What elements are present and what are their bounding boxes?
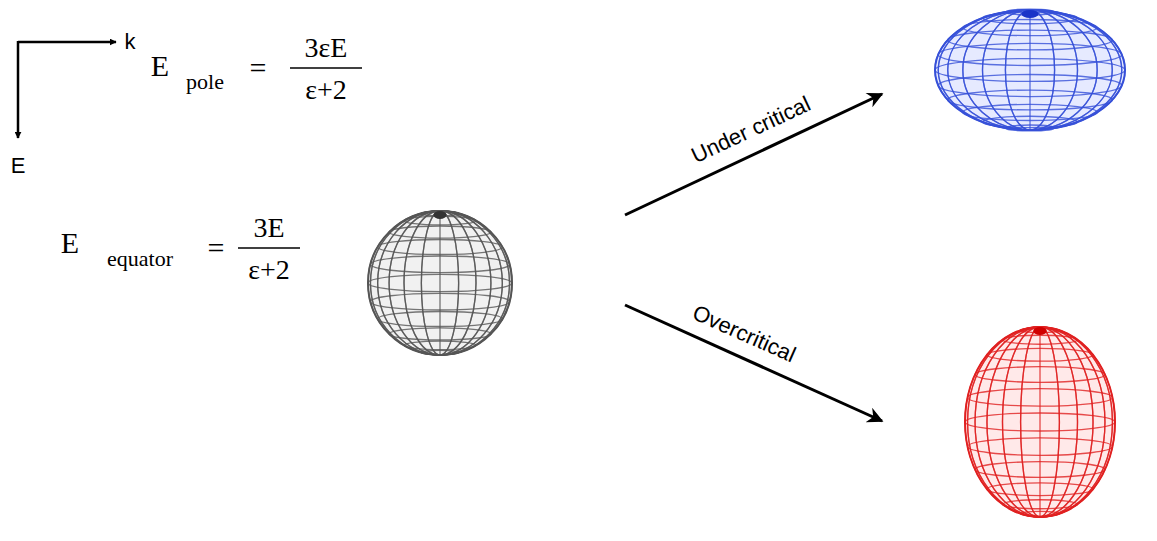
- transition-label: Overcritical: [689, 302, 798, 367]
- axis-label: E: [11, 155, 26, 177]
- sphere-droplet: [368, 211, 512, 355]
- transition-arrow: [625, 94, 882, 215]
- formula-symbol: E: [151, 51, 169, 81]
- axis-label: k: [125, 31, 136, 53]
- formula-numerator: 3εE: [305, 34, 348, 62]
- oblate-droplet: [935, 9, 1125, 131]
- fraction-bar: [238, 247, 300, 249]
- transition-arrow: [625, 305, 882, 421]
- formula-numerator: 3E: [253, 214, 284, 242]
- formula-symbol: E: [61, 228, 79, 258]
- formula-denominator: ε+2: [248, 256, 290, 284]
- formula-denominator: ε+2: [305, 76, 347, 104]
- formula-subscript: pole: [186, 71, 224, 93]
- formula-equals: =: [208, 233, 225, 263]
- formula-subscript: equator: [107, 248, 173, 270]
- prolate-droplet: [965, 327, 1115, 517]
- k-axis-arrow: [18, 41, 116, 44]
- fraction-bar: [290, 67, 362, 69]
- formula-equals: =: [250, 53, 267, 83]
- e-axis-arrow: [17, 41, 20, 138]
